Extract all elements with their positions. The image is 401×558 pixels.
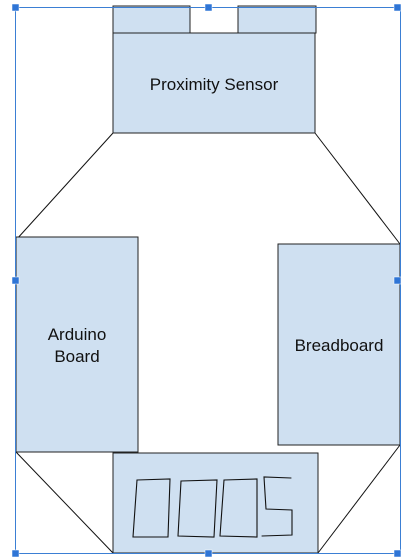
resize-handle-bottom-center[interactable] (204, 549, 213, 558)
arduino-board-label-line1: Arduino (48, 325, 107, 344)
resize-handle-top-left[interactable] (11, 3, 20, 12)
proximity-sensor-box[interactable] (112, 32, 316, 134)
connector-sensor-arduino (15, 132, 114, 241)
breadboard-label: Breadboard (295, 336, 384, 355)
digit-0-second (177, 479, 218, 538)
digit-0-third (219, 478, 258, 538)
resize-handle-bottom-left[interactable] (11, 549, 20, 558)
connectors (15, 132, 401, 554)
resize-handle-top-right[interactable] (393, 3, 401, 12)
connector-arduino-display (15, 451, 114, 554)
connector-sensor-breadboard (314, 132, 401, 245)
connector-breadboard-display (317, 444, 401, 554)
resize-handle-bottom-right[interactable] (393, 549, 401, 558)
proximity-sensor-block[interactable]: Proximity Sensor (112, 32, 316, 134)
digit-5 (261, 476, 293, 537)
breadboard-box[interactable] (277, 243, 401, 446)
arduino-board-block[interactable]: Arduino Board (15, 236, 139, 453)
arduino-board-box[interactable] (15, 236, 139, 453)
sensor-pin-left[interactable] (112, 5, 191, 34)
breadboard-block[interactable]: Breadboard (277, 243, 401, 446)
resize-handle-middle-right[interactable] (393, 276, 401, 285)
seven-segment-digits (132, 476, 293, 538)
proximity-sensor-label: Proximity Sensor (150, 75, 279, 94)
resize-handle-top-center[interactable] (204, 3, 213, 12)
resize-handle-middle-left[interactable] (11, 276, 20, 285)
sensor-pin-right[interactable] (237, 5, 317, 34)
arduino-board-label-line2: Board (54, 347, 99, 366)
seven-segment-display-block[interactable] (112, 452, 319, 554)
digit-0-first (132, 478, 171, 538)
